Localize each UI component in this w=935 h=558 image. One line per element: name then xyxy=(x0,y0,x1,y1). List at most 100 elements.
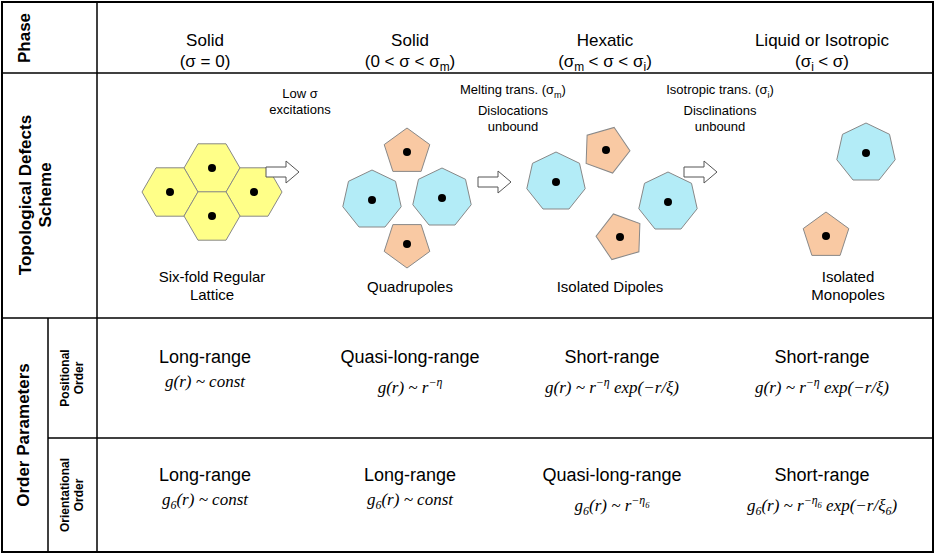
text-line: Isolated Dipoles xyxy=(530,278,690,296)
sub-row-header: Positional Order xyxy=(58,333,86,423)
text-line: Isolated Monopoles xyxy=(793,268,903,304)
label-text: (0 < σ < σ xyxy=(365,52,440,71)
label-text: Quasi-long-range xyxy=(340,347,479,367)
phase-cell: Solid(σ = 0) xyxy=(105,30,305,72)
label-text: ) xyxy=(891,496,897,515)
text-line: g(r) ~ r−ηexp(−r/ξ) xyxy=(717,371,927,399)
label-text: (σ xyxy=(558,52,574,71)
defect-caption: Isolated Dipoles xyxy=(530,278,690,296)
order-range: Long-range xyxy=(105,346,305,368)
label-text: Liquid or Isotropic xyxy=(755,31,889,50)
text-line: Short-range xyxy=(514,346,710,368)
label-text: Order Parameters xyxy=(14,363,33,507)
label-text: ) xyxy=(450,52,456,71)
label-text: −η xyxy=(631,493,645,507)
label-text: −η xyxy=(596,375,610,389)
text-line: Long-range xyxy=(310,464,510,486)
order-formula: g(r) ~ const xyxy=(105,371,305,393)
label-text: g(r) ~ r xyxy=(545,378,596,397)
text-line: g6(r) ~ const xyxy=(105,489,305,516)
order-formula: g(r) ~ r−η xyxy=(310,371,510,399)
label-text: (r) ~ const xyxy=(176,490,248,509)
text-line: Long-range xyxy=(105,346,305,368)
label-text: 6 xyxy=(885,504,891,518)
text-line: g(r) ~ const xyxy=(105,371,305,393)
label-text: Long-range xyxy=(159,465,251,485)
label-text: g xyxy=(367,490,376,509)
label-text: Low σ excitations xyxy=(269,86,330,117)
text-line: Positional Order xyxy=(58,343,86,413)
label-text: Long-range xyxy=(159,347,251,367)
order-range: Quasi-long-range xyxy=(310,346,510,368)
text-line: g(r) ~ r−η xyxy=(310,371,510,399)
label-text: −η xyxy=(806,375,820,389)
text-line: Dislocations unbound xyxy=(468,103,558,135)
text-line: Liquid or Isotropic xyxy=(717,30,927,51)
label-text: (r) ~ const xyxy=(381,490,453,509)
order-formula: g6(r) ~ r−η6exp(−r/ξ6) xyxy=(714,489,930,522)
text-line: Quasi-long-range xyxy=(514,464,710,486)
label-text: 6 xyxy=(818,500,822,510)
label-text: Hexatic xyxy=(577,31,634,50)
label-text: Disclinations unbound xyxy=(684,103,757,134)
label-text: i xyxy=(767,90,769,100)
text-line: Melting trans. (σm) xyxy=(438,82,588,103)
text-line: Short-range xyxy=(717,346,927,368)
text-line: Solid xyxy=(310,30,510,51)
text-line: Orientational Order xyxy=(58,450,86,540)
label-text: m xyxy=(574,60,584,74)
phase-cell: Solid(0 < σ < σm) xyxy=(310,30,510,78)
order-range: Long-range xyxy=(105,464,305,486)
transition-note: Isotropic trans. (σi) Disclinations unbou… xyxy=(645,82,795,135)
text-line: (0 < σ < σm) xyxy=(310,51,510,78)
label-text: exp(−r/ξ) xyxy=(614,378,679,397)
label-text: exp(−r/ξ xyxy=(826,496,885,515)
label-text: Solid xyxy=(391,31,429,50)
defect-caption: Quadrupoles xyxy=(340,278,480,296)
order-range: Long-range xyxy=(310,464,510,486)
label-text: 6 xyxy=(583,504,589,518)
text-line: (σ = 0) xyxy=(105,51,305,72)
phase-cell: Liquid or Isotropic (σi < σ) xyxy=(717,30,927,78)
label-text: g(r) ~ const xyxy=(165,372,245,391)
label-text: < σ) xyxy=(818,52,849,71)
text-line: Quasi-long-range xyxy=(310,346,510,368)
text-line: Phase xyxy=(15,3,35,73)
defect-caption: Isolated Monopoles xyxy=(788,268,908,304)
text-line: g(r) ~ r−η exp(−r/ξ) xyxy=(514,371,710,399)
label-text: Quadrupoles xyxy=(367,278,453,295)
label-text: −η xyxy=(804,493,818,507)
order-formula: g6(r) ~ const xyxy=(105,489,305,516)
row-header: Order Parameters xyxy=(14,330,34,540)
text-line: Quadrupoles xyxy=(340,278,480,296)
label-text: m xyxy=(440,60,450,74)
text-line: Hexatic xyxy=(510,30,700,51)
label-text: Six-fold Regular Lattice xyxy=(159,268,266,303)
label-text: Positional Order xyxy=(58,349,86,406)
transition-note: Melting trans. (σm)Dislocations unbound xyxy=(438,82,588,135)
label-text: m xyxy=(554,90,562,100)
label-text: Short-range xyxy=(774,347,869,367)
label-text: i xyxy=(811,60,814,74)
order-formula: g6(r) ~ const xyxy=(310,489,510,516)
text-line: Topological Defects Scheme xyxy=(16,100,56,290)
text-line: Low σ excitations xyxy=(260,86,340,118)
text-line: g6(r) ~ r−η6exp(−r/ξ6) xyxy=(714,489,930,522)
transition-note: Low σ excitations xyxy=(255,86,345,118)
phase-cell: Hexatic(σm< σ < σi) xyxy=(510,30,700,78)
label-text: Isotropic trans. (σ xyxy=(666,82,767,97)
label-text: 6 xyxy=(645,500,649,510)
label-text: 6 xyxy=(171,498,177,512)
label-text: g(r) ~ r xyxy=(378,378,429,397)
label-text: i xyxy=(644,60,647,74)
label-text: < σ < σ xyxy=(588,52,643,71)
label-text: Orientational Order xyxy=(58,458,86,532)
label-text: Short-range xyxy=(564,347,659,367)
defect-caption: Six-fold Regular Lattice xyxy=(142,268,282,304)
label-text: Solid xyxy=(186,31,224,50)
label-text: ) xyxy=(769,82,773,97)
label-text: g(r) ~ r xyxy=(755,378,806,397)
label-text: (σ xyxy=(795,52,811,71)
label-text: −η xyxy=(428,375,442,389)
text-line: (σm< σ < σi) xyxy=(510,51,700,78)
